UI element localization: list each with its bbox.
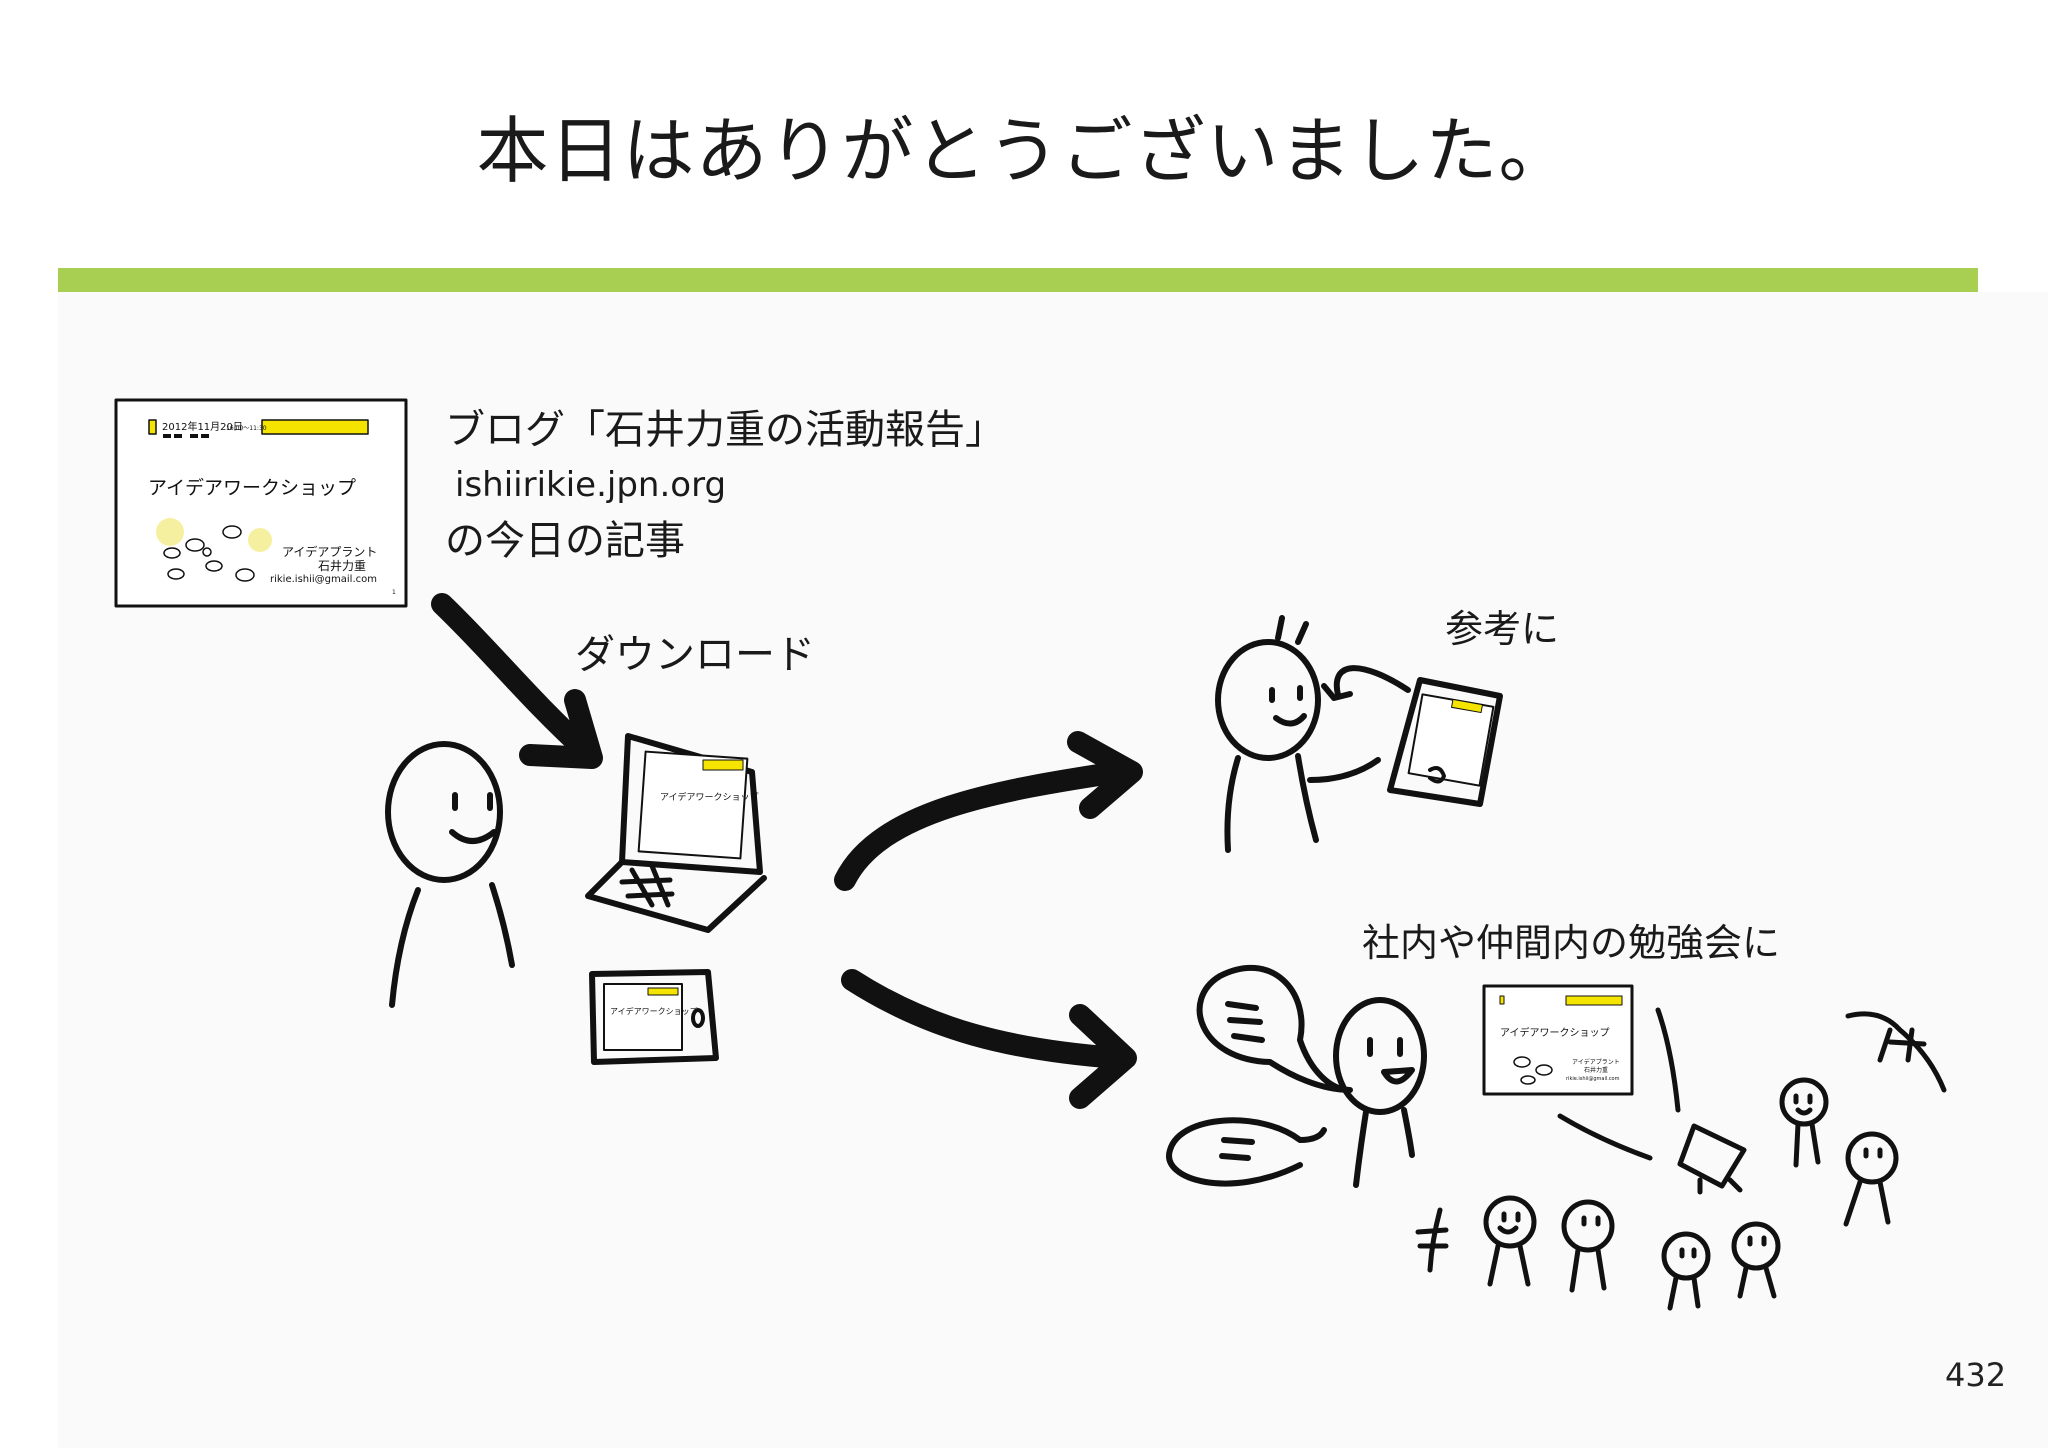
study-screen-name: 石井力重 xyxy=(1584,1066,1608,1074)
reference-label: 参考に xyxy=(1445,607,1560,651)
laptop-icon: アイデアワークショップ xyxy=(585,733,767,933)
download-label: ダウンロード xyxy=(575,632,815,678)
slide-title: 本日はありがとうございました。 xyxy=(476,109,1572,193)
blog-caption: の今日の記事 xyxy=(445,518,685,564)
page-number: 432 xyxy=(1945,1356,2007,1394)
blog-title: ブログ「石井力重の活動報告」 xyxy=(445,407,1005,453)
tablet-held-icon xyxy=(1387,677,1503,807)
thumbnail-slide: 2012年11月20日 16:00〜11:30 アイデアワークショップ アイデア… xyxy=(114,398,408,608)
laptop-screen-title: アイデアワークショップ xyxy=(660,791,759,803)
study-screen-role: アイデアプラント xyxy=(1572,1058,1620,1066)
person-reader xyxy=(1215,615,1411,853)
thumb-time: 16:00〜11:30 xyxy=(226,425,267,432)
accent-divider xyxy=(58,268,1978,292)
study-screen-email: rikie.ishii@gmail.com xyxy=(1566,1076,1620,1082)
presenter-person xyxy=(1333,997,1427,1188)
arrow-reference xyxy=(834,731,1143,891)
thumb-date: 2012年11月20日 xyxy=(162,420,243,433)
thumb-workshop-title: アイデアワークショップ xyxy=(148,477,356,499)
audience xyxy=(1415,1007,1947,1311)
blog-url: ishiirikie.jpn.org xyxy=(455,465,727,505)
tablet-icon: アイデアワークショップ xyxy=(589,969,719,1065)
thumb-author-name: 石井力重 xyxy=(318,559,366,573)
speech-bubbles xyxy=(1166,964,1353,1187)
study-group-label: 社内や仲間内の勉強会に xyxy=(1362,921,1781,965)
thumb-slide-number: 1 xyxy=(392,589,396,596)
tablet-screen-title: アイデアワークショップ xyxy=(610,1006,698,1016)
thumb-author-role: アイデアプラント xyxy=(282,544,377,559)
person-downloader xyxy=(385,741,515,1008)
study-slide-screen: アイデアワークショップ アイデアプラント 石井力重 rikie.ishii@gm… xyxy=(1482,984,1634,1096)
arrow-download xyxy=(431,593,603,769)
arrow-study-group xyxy=(841,969,1137,1109)
thumb-email: rikie.ishii@gmail.com xyxy=(270,574,377,585)
study-screen-title: アイデアワークショップ xyxy=(1500,1026,1610,1039)
